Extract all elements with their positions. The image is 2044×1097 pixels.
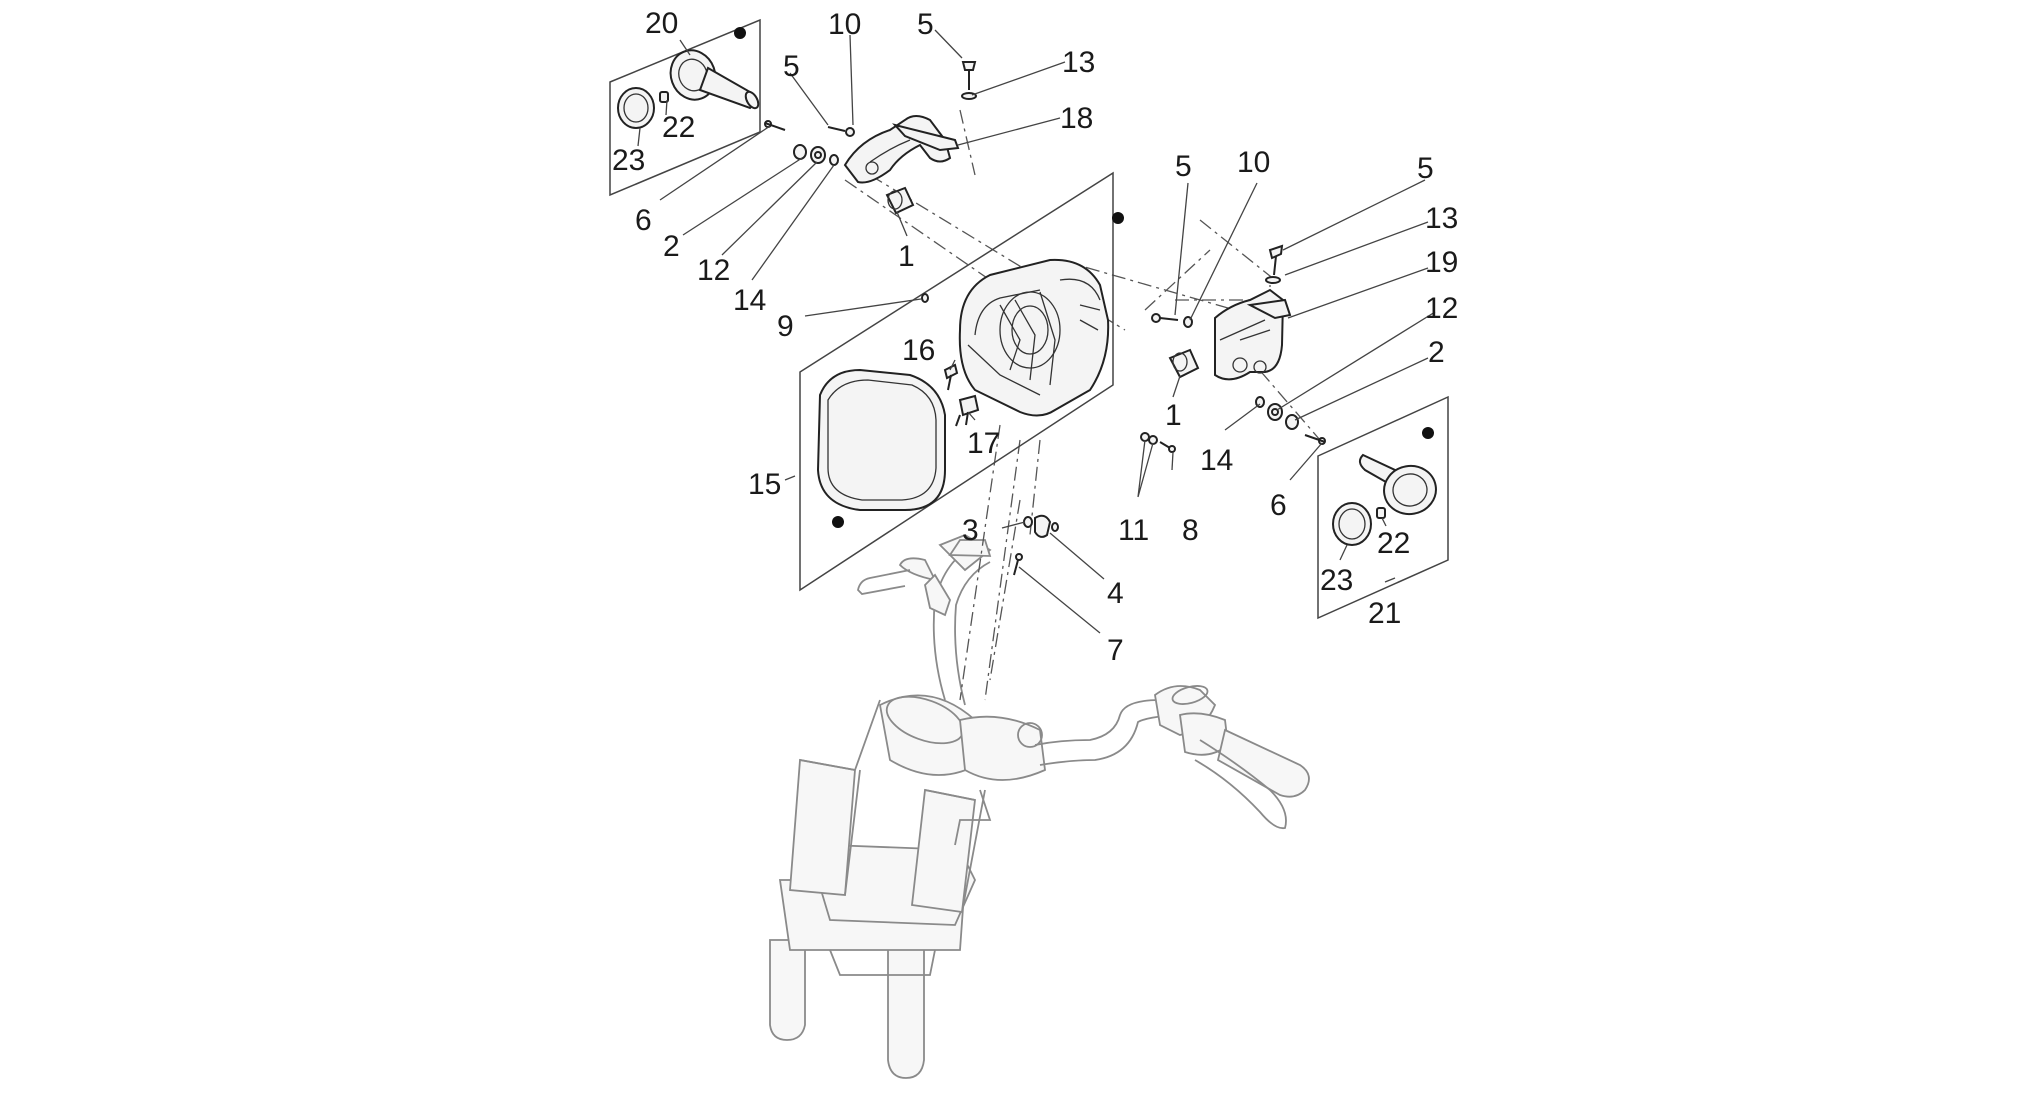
callout-20: 20 <box>645 7 678 40</box>
callout-15: 15 <box>748 468 781 501</box>
callout-16: 16 <box>902 334 935 367</box>
callout-22-left: 22 <box>662 111 695 144</box>
callout-17: 17 <box>967 427 1000 460</box>
left-hardware <box>764 120 855 166</box>
callout-2-left: 2 <box>663 230 680 263</box>
callout-5-top: 5 <box>917 8 934 41</box>
callout-1-left: 1 <box>898 240 915 273</box>
left-headlight-bracket <box>843 61 977 184</box>
callout-23-right: 23 <box>1320 564 1353 597</box>
handlebar-and-fork-assembly <box>769 533 1310 1079</box>
rubber-bushing-left <box>885 186 915 215</box>
callout-9: 9 <box>777 310 794 343</box>
part-9-screw <box>921 293 929 303</box>
callout-23-left: 23 <box>612 144 645 177</box>
callout-5-right: 5 <box>1417 152 1434 185</box>
headlight-group <box>799 171 1124 592</box>
right-hardware <box>1140 396 1326 453</box>
right-headlight-bracket <box>1151 244 1292 381</box>
callout-labels: 20 10 5 5 13 18 22 23 6 2 12 14 1 9 5 10… <box>612 7 1458 667</box>
callout-6-right: 6 <box>1270 489 1287 522</box>
callout-10-top: 10 <box>828 8 861 41</box>
callout-10-right: 10 <box>1237 146 1270 179</box>
callout-19: 19 <box>1425 246 1458 279</box>
callout-5-mid: 5 <box>1175 150 1192 183</box>
leader-lines <box>637 29 1436 634</box>
callout-14-right: 14 <box>1200 444 1233 477</box>
callout-4: 4 <box>1107 577 1124 610</box>
callout-22-right: 22 <box>1377 527 1410 560</box>
lower-mount-hardware <box>1013 514 1059 576</box>
callout-14-left: 14 <box>733 284 766 317</box>
callout-13-top: 13 <box>1062 46 1095 79</box>
right-turn-indicator-group <box>1317 395 1449 620</box>
callout-8: 8 <box>1182 514 1199 547</box>
callout-12-right: 12 <box>1425 292 1458 325</box>
callout-5-left: 5 <box>783 50 800 83</box>
callout-6-left: 6 <box>635 204 652 237</box>
callout-2-right: 2 <box>1428 336 1445 369</box>
rubber-bushing-right <box>1168 348 1200 379</box>
callout-3: 3 <box>962 514 979 547</box>
callout-12-left: 12 <box>697 254 730 287</box>
callout-7: 7 <box>1107 634 1124 667</box>
callout-13-right: 13 <box>1425 202 1458 235</box>
callout-18: 18 <box>1060 102 1093 135</box>
left-turn-indicator-group <box>609 18 761 197</box>
callout-21: 21 <box>1368 597 1401 630</box>
callout-11: 11 <box>1118 514 1149 547</box>
callout-1-right: 1 <box>1165 399 1182 432</box>
